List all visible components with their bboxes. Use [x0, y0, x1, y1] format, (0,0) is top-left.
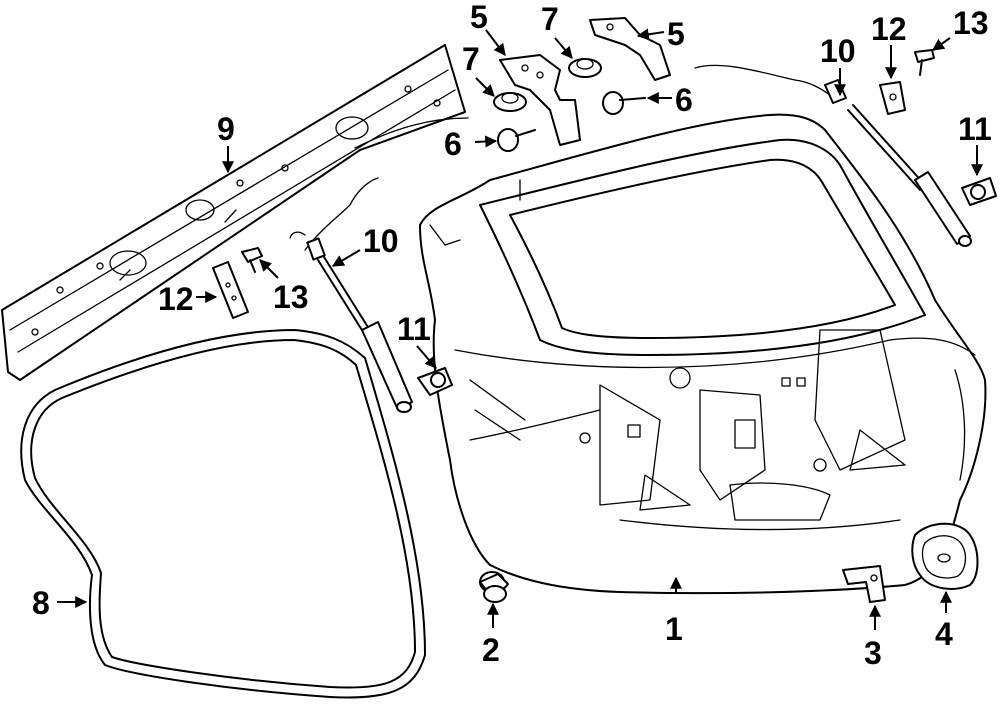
leader-7b	[554, 37, 573, 59]
callout-12b: 12	[871, 11, 907, 47]
callout-2: 2	[482, 632, 500, 668]
part-7-nut-right	[568, 58, 602, 78]
part-8-weatherstrip	[20, 329, 426, 699]
callout-13a: 13	[273, 279, 309, 315]
callout-5b: 5	[667, 16, 685, 52]
leader-lines	[57, 28, 983, 630]
callout-1: 1	[665, 611, 683, 647]
leader-11a	[416, 345, 437, 369]
callout-11a: 11	[397, 311, 431, 347]
part-4-grommet	[911, 522, 979, 590]
callout-12a: 12	[158, 281, 194, 317]
part-3-latch	[842, 565, 886, 603]
callout-6b: 6	[675, 82, 693, 118]
part-11-ball-stud-right	[961, 177, 997, 206]
callout-3: 3	[864, 635, 882, 671]
callout-10b: 10	[820, 33, 856, 69]
part-11-ball-stud-left	[417, 367, 453, 396]
callout-13b: 13	[953, 5, 989, 41]
part-7-nut-left	[493, 92, 527, 112]
part-6-bolt-right	[602, 91, 646, 115]
part-12-clip-right	[879, 81, 906, 115]
leader-13a	[259, 259, 279, 279]
callout-8: 8	[32, 585, 50, 621]
leader-13b	[932, 37, 951, 51]
callout-5a: 5	[470, 0, 488, 35]
part-13-screw-right	[914, 49, 935, 76]
callout-4: 4	[935, 616, 953, 652]
part-1-liftgate	[419, 113, 987, 595]
leader-5a	[485, 29, 506, 56]
leader-7a	[475, 77, 495, 97]
leader-10a	[331, 249, 361, 267]
leader-5b	[636, 28, 665, 41]
part-12-clip-left	[212, 261, 249, 319]
part-5-hinge-left	[499, 54, 581, 146]
callout-7b: 7	[541, 1, 559, 37]
part-10-strut-left	[289, 177, 413, 413]
callout-7a: 7	[462, 41, 480, 77]
callout-10a: 10	[363, 223, 399, 259]
part-6-bolt-left	[497, 128, 536, 152]
callout-11b: 11	[958, 111, 992, 147]
part-13-screw-left	[241, 247, 263, 273]
leader-6a	[474, 135, 498, 148]
part-2-bumper	[479, 571, 509, 603]
part-5-hinge-right	[589, 17, 671, 81]
callout-labels: 1 2 3 4 5 5 6 6 7 7 8 9 10 10 11 11 12 1…	[32, 0, 992, 671]
callout-9: 9	[217, 111, 235, 147]
part-9-reinforcement-rail	[1, 44, 469, 381]
callout-6a: 6	[444, 126, 462, 162]
